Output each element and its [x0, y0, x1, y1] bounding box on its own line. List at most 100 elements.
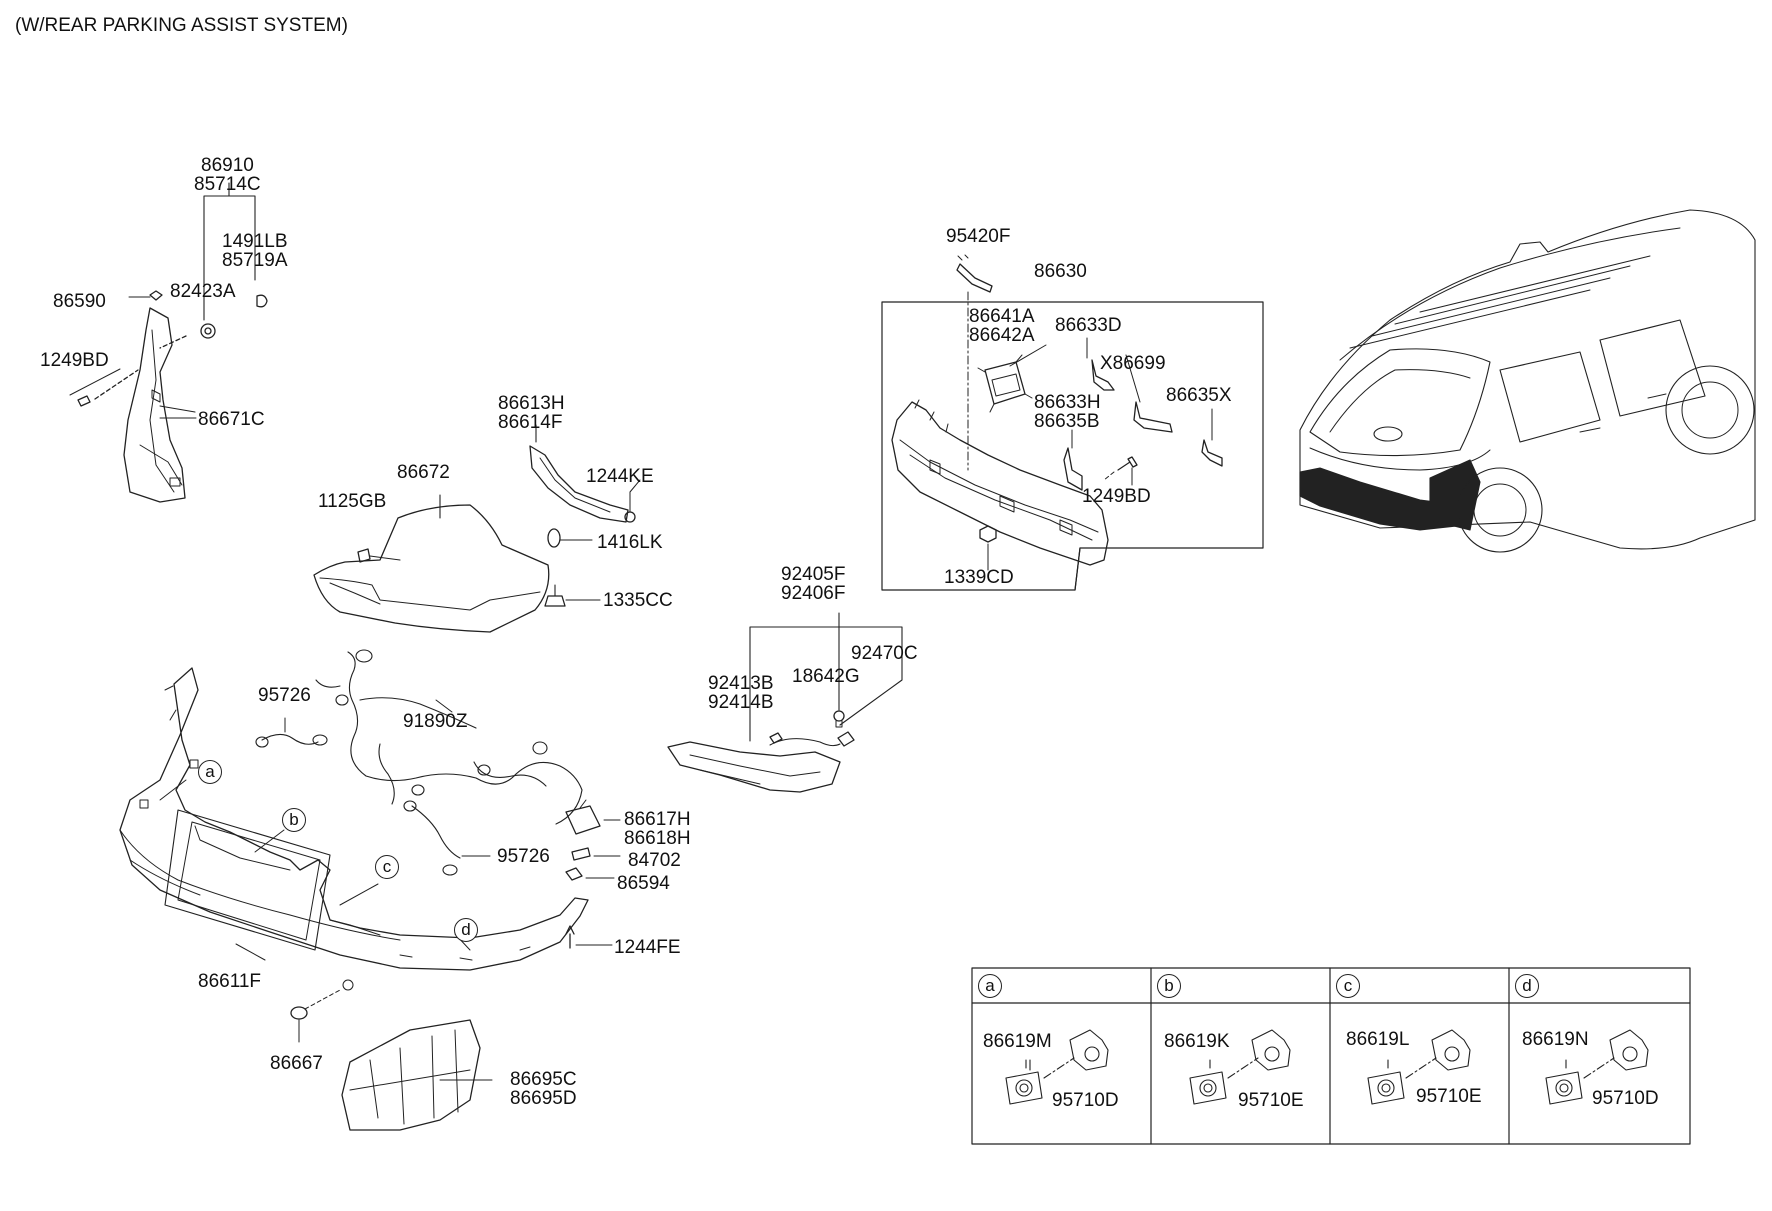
- bracket-86617h-icon: [565, 805, 601, 835]
- table-header-d: d: [1515, 974, 1539, 998]
- reflector-lamp-group: [667, 612, 903, 793]
- nut-icon: [979, 525, 997, 543]
- part-label-18642g: 18642G: [792, 666, 860, 687]
- part-label-92406f: 92406F: [781, 583, 846, 604]
- upper-cover-shape: [313, 504, 550, 633]
- part-label-1244ke: 1244KE: [586, 466, 654, 487]
- connector-icon: [769, 732, 783, 744]
- vehicle-illustration: [1299, 209, 1756, 553]
- part-label-84702: 84702: [628, 850, 681, 871]
- table-d-bezel-label: 86619N: [1522, 1029, 1589, 1050]
- side-bracket-group: [529, 424, 641, 523]
- table-header-a: a: [978, 974, 1002, 998]
- bulb-icon: [833, 710, 845, 722]
- part-label-86641a: 86641A: [969, 306, 1035, 327]
- part-label-86613h: 86613H: [498, 393, 565, 414]
- side-bracket-shape: [529, 445, 629, 523]
- nut-icon: [149, 290, 163, 301]
- table-header-b: b: [1157, 974, 1181, 998]
- sensor-cell-b-icon: [1189, 1029, 1291, 1105]
- callout-a: a: [198, 760, 222, 784]
- table-a-bezel-label: 86619M: [983, 1031, 1052, 1052]
- badge-icon: [1373, 426, 1403, 442]
- part-label-82423a: 82423A: [170, 281, 236, 302]
- callout-c: c: [375, 855, 399, 879]
- part-label-x86699: X86699: [1100, 353, 1166, 374]
- table-d-sensor-label: 95710D: [1592, 1088, 1659, 1109]
- part-label-86617h: 86617H: [624, 809, 691, 830]
- bracket-86633d-icon: [1091, 359, 1115, 391]
- callout-d: d: [454, 918, 478, 942]
- sensor-cell-a-icon: [1005, 1029, 1109, 1105]
- part-label-86910: 86910: [201, 155, 254, 176]
- part-label-86633h: 86633H: [1034, 392, 1101, 413]
- part-label-95726-bottom: 95726: [497, 846, 550, 867]
- clip-1335cc-icon: [544, 595, 566, 607]
- bumper-outline: [119, 667, 589, 971]
- sensor-cell-d-icon: [1545, 1029, 1649, 1105]
- main-bumper-group: [119, 667, 621, 1043]
- rear-wheel: [1457, 467, 1543, 553]
- clip-1416lk-icon: [547, 528, 561, 548]
- sensor-cell-c-icon: [1367, 1029, 1471, 1105]
- upper-cover-group: [313, 494, 601, 633]
- part-label-1416lk: 1416LK: [597, 532, 663, 553]
- connector-icon: [355, 649, 373, 663]
- part-label-86618h: 86618H: [624, 828, 691, 849]
- part-label-92414b: 92414B: [708, 692, 774, 713]
- plate-recess: [164, 809, 331, 951]
- screw-icon: [357, 548, 371, 563]
- part-label-85719a: 85719A: [222, 250, 288, 271]
- table-b-sensor-label: 95710E: [1238, 1090, 1304, 1111]
- screw-icon: [565, 925, 575, 949]
- wiring-harness-group: [255, 649, 583, 876]
- part-label-91890z: 91890Z: [403, 711, 468, 732]
- table-c-bezel-label: 86619L: [1346, 1029, 1410, 1050]
- bolt-icon: [77, 395, 91, 407]
- table-a-sensor-label: 95710D: [1052, 1090, 1119, 1111]
- side-window: [1499, 351, 1601, 443]
- part-label-86695c: 86695C: [510, 1069, 577, 1090]
- beam-assembly-group: [881, 254, 1264, 591]
- reflector-shape: [667, 741, 841, 793]
- part-label-1491lb: 1491LB: [222, 231, 288, 252]
- part-label-86590: 86590: [53, 291, 106, 312]
- part-label-86635x: 86635X: [1166, 385, 1232, 406]
- bracket-86633h-icon: [1063, 447, 1083, 491]
- clip-icon: [256, 294, 268, 308]
- part-label-86594: 86594: [617, 873, 670, 894]
- sensor-table-grid: [971, 967, 1691, 1145]
- bolt-icon: [1127, 456, 1138, 468]
- part-label-86611f: 86611F: [198, 971, 262, 992]
- part-label-1249bd-right: 1249BD: [1082, 486, 1151, 507]
- front-wheel: [1665, 365, 1755, 455]
- part-label-92405f: 92405F: [781, 564, 846, 585]
- part-label-86672: 86672: [397, 462, 450, 483]
- bracket-86641a-icon: [984, 361, 1026, 405]
- connector-icon: [956, 263, 993, 293]
- rear-window: [1309, 348, 1491, 457]
- part-label-92470c: 92470C: [851, 643, 918, 664]
- part-label-86671c: 86671C: [198, 409, 265, 430]
- grommet-icon: [200, 323, 216, 339]
- page-title: (W/REAR PARKING ASSIST SYSTEM): [15, 15, 348, 36]
- part-label-92413b: 92413B: [708, 673, 774, 694]
- side-window-front: [1599, 319, 1706, 417]
- leader-lines: [69, 296, 1213, 449]
- table-header-c: c: [1336, 974, 1360, 998]
- part-label-86695d: 86695D: [510, 1088, 577, 1109]
- part-label-1335cc: 1335CC: [603, 590, 673, 611]
- bracket-x86699-icon: [1133, 401, 1173, 433]
- sensor-icons: [1005, 1029, 1649, 1105]
- part-label-86614f: 86614F: [498, 412, 563, 433]
- table-c-sensor-label: 95710E: [1416, 1086, 1482, 1107]
- table-b-bezel-label: 86619K: [1164, 1031, 1230, 1052]
- part-label-86635b: 86635B: [1034, 411, 1100, 432]
- part-label-86633d: 86633D: [1055, 315, 1122, 336]
- clip-86594-icon: [565, 867, 583, 881]
- part-label-1244fe: 1244FE: [614, 937, 681, 958]
- callout-b: b: [282, 808, 306, 832]
- socket-icon: [837, 731, 855, 747]
- part-label-86667: 86667: [270, 1053, 323, 1074]
